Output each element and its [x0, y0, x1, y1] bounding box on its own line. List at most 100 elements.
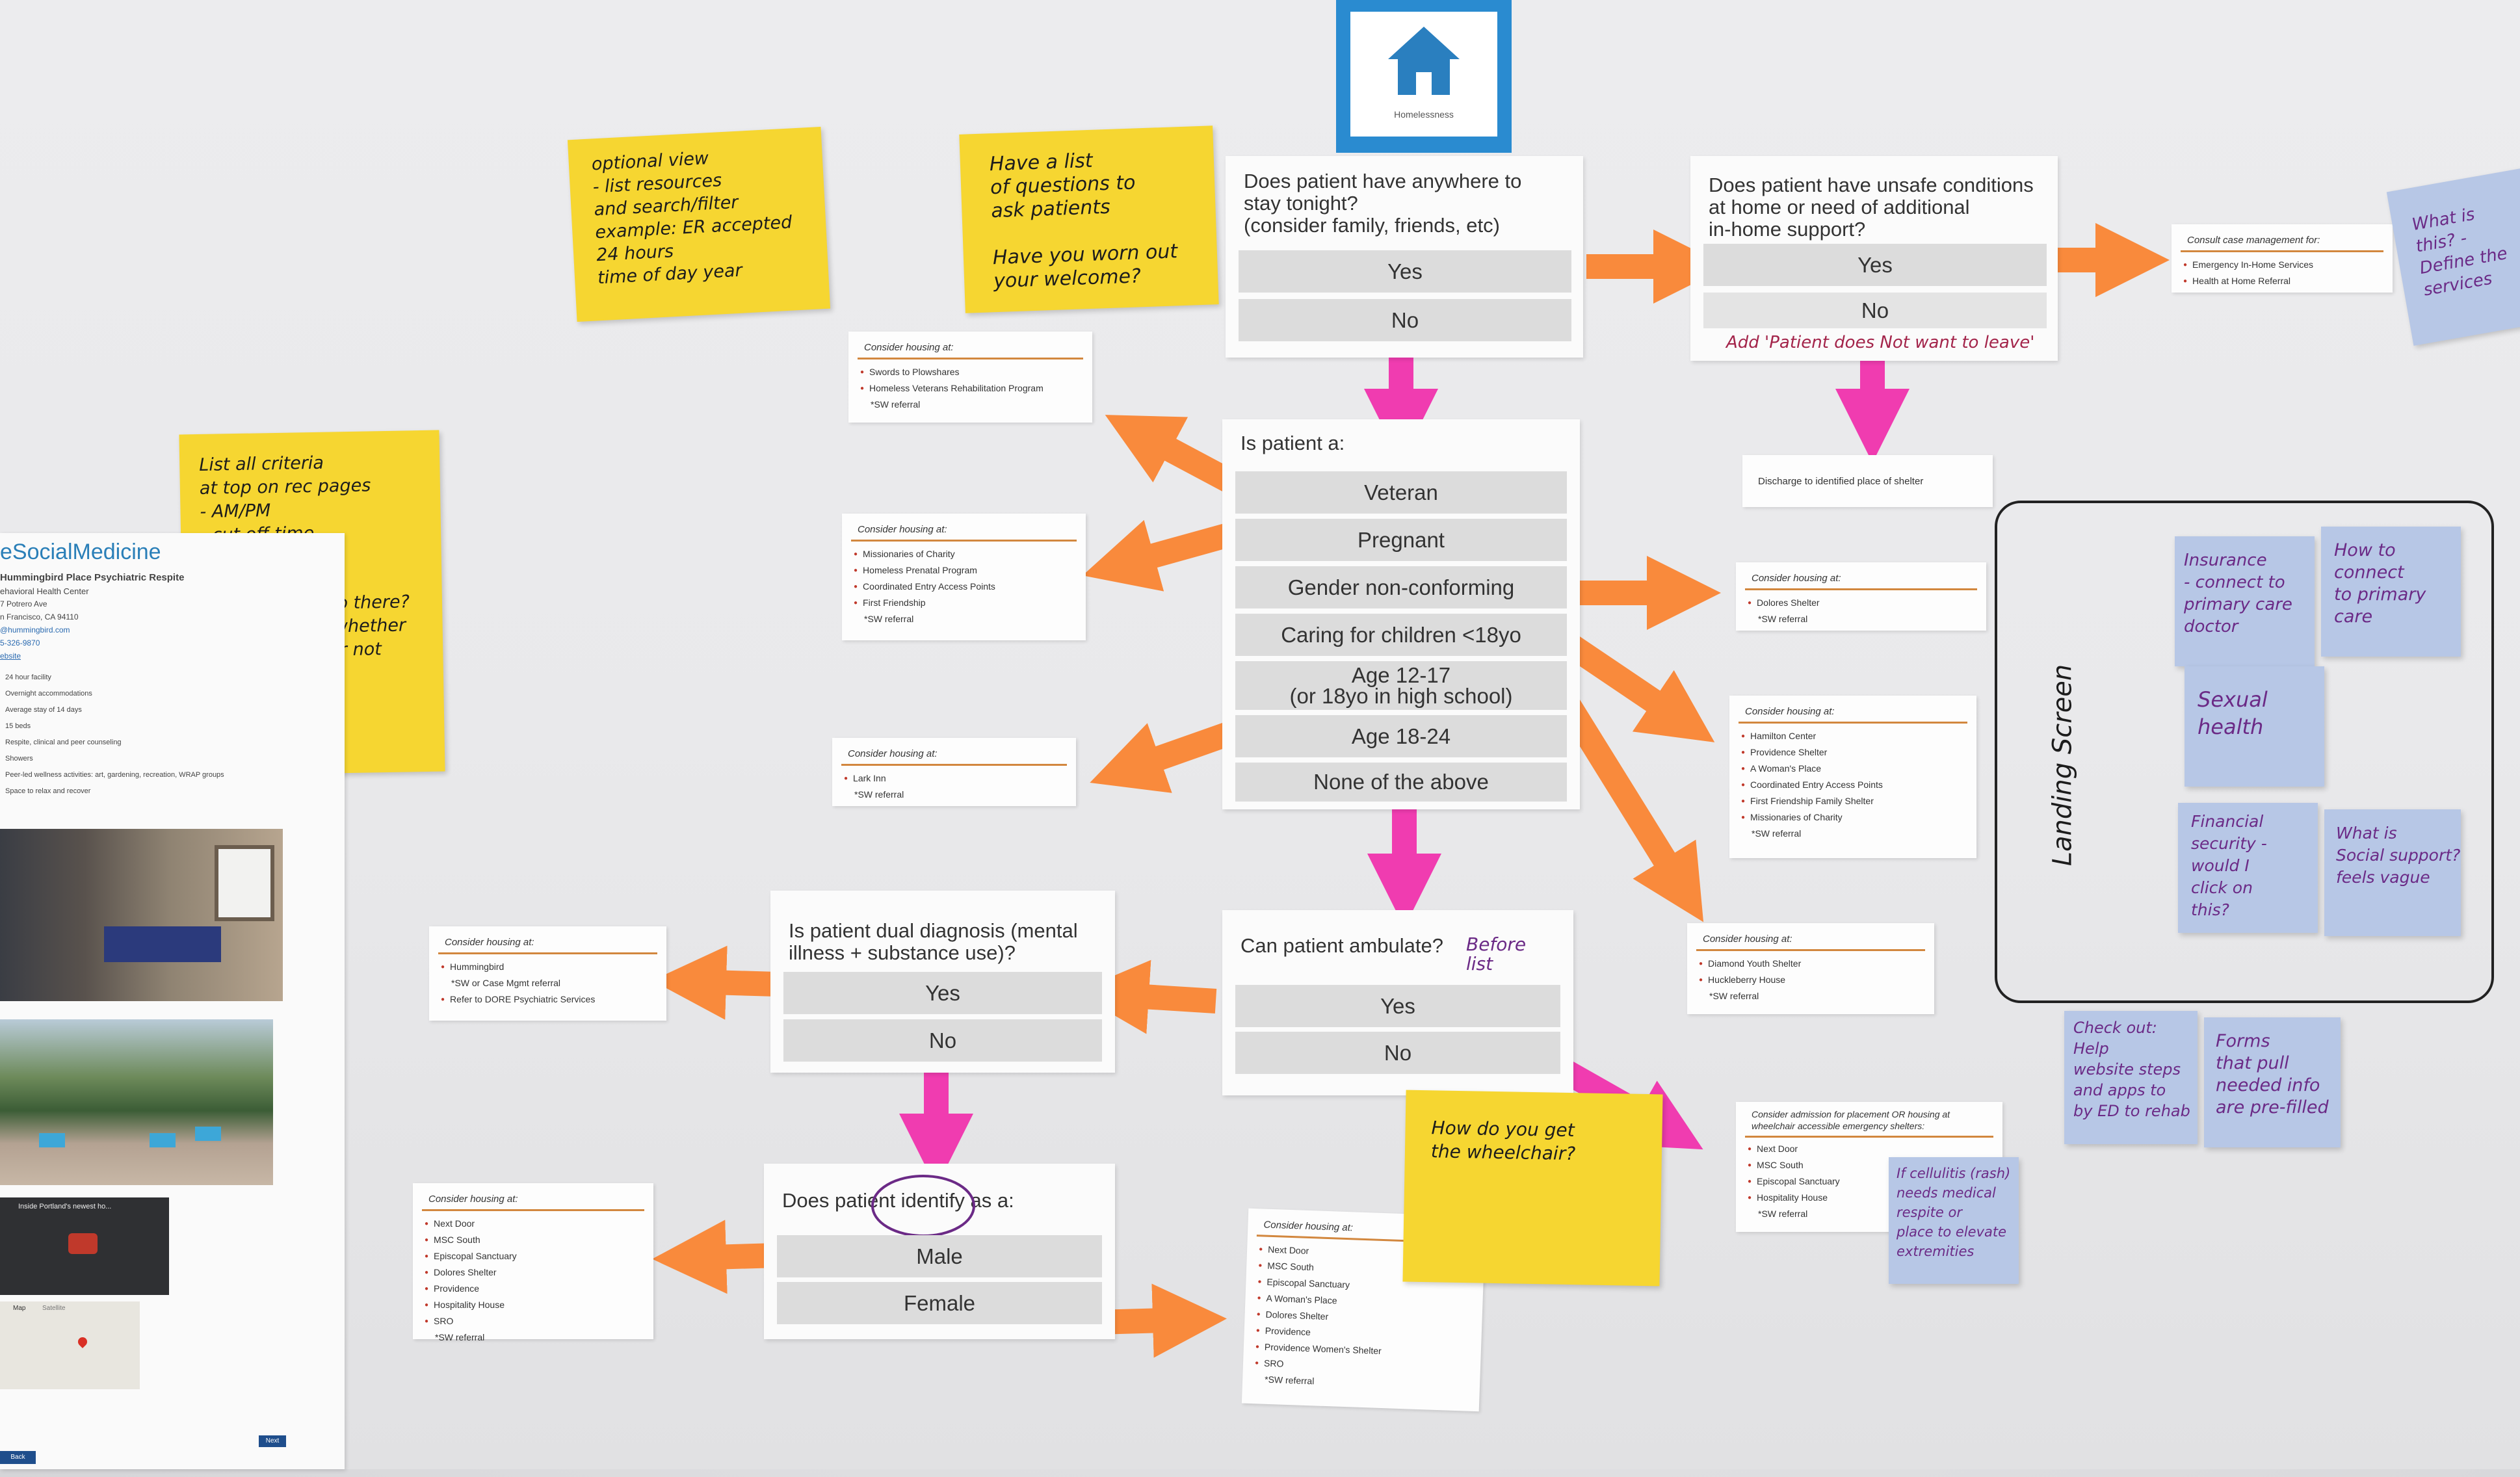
question-card-stay-tonight: Does patient have anywhere to stay tonig…: [1226, 156, 1583, 358]
option-none-of-the-above[interactable]: None of the above: [1235, 763, 1567, 802]
printout-hummingbird-page: eSocialMedicine Hummingbird Place Psychi…: [0, 533, 345, 1469]
option-gender-non-conforming[interactable]: Gender non-conforming: [1235, 566, 1567, 608]
option-pregnant[interactable]: Pregnant: [1235, 519, 1567, 561]
resource-item: Hummingbird: [441, 959, 595, 975]
resource-item: Dolores Shelter: [425, 1264, 517, 1281]
resource-item: Dolores Shelter: [1748, 595, 1820, 611]
option-female[interactable]: Female: [777, 1282, 1102, 1324]
resource-item: Health at Home Referral: [2183, 273, 2313, 289]
option-veteran[interactable]: Veteran: [1235, 471, 1567, 514]
resource-card-dual-diagnosis: Consider housing at: Hummingbird *SW or …: [429, 926, 666, 1021]
resource-card-caring-for-children: Consider housing at: Hamilton Center Pro…: [1729, 696, 1976, 858]
question-gender-identity: Does patient identify as a:: [782, 1189, 1014, 1212]
sticky-how-to-connect: How to connect to primary care: [2321, 527, 2461, 657]
sticky-cellulitis: If cellulitis (rash) needs medical respi…: [1889, 1157, 2019, 1284]
handwritten-before-list: Before list: [1466, 934, 1527, 974]
resource-item: MSC South: [425, 1232, 517, 1248]
sticky-financial-security: Financial security - would I click on th…: [2178, 803, 2318, 933]
landing-screen-box: Landing Screen: [1995, 501, 2494, 1003]
resource-item: First Friendship: [854, 595, 995, 611]
question-unsafe-conditions: Does patient have unsafe conditions at h…: [1709, 174, 2034, 241]
referral-note: *SW referral: [1758, 614, 1808, 624]
resource-card-pregnant: Consider housing at: Missionaries of Cha…: [842, 514, 1086, 640]
resource-item: Missionaries of Charity: [1741, 809, 1883, 826]
sticky-insurance: Insurance - connect to primary care doct…: [2175, 536, 2315, 666]
sticky-list-of-questions: Have a list of questions to ask patients…: [959, 125, 1219, 313]
resource-item: First Friendship Family Shelter: [1741, 793, 1883, 809]
printout-title: Hummingbird Place Psychiatric Respite: [0, 572, 185, 583]
question-stay-tonight: Does patient have anywhere to stay tonig…: [1244, 170, 1522, 237]
resource-item: Hospitality House: [425, 1297, 517, 1313]
resource-card-age-18-24: Consider housing at: Lark Inn *SW referr…: [832, 738, 1076, 806]
handwritten-circle: [871, 1175, 975, 1237]
printout-phone[interactable]: 5-326-9870: [0, 638, 40, 647]
question-card-ambulate: Can patient ambulate? Before list Yes No: [1222, 910, 1573, 1095]
resource-item: Hospitality House: [1748, 1190, 1840, 1206]
option-age-18-24[interactable]: Age 18-24: [1235, 715, 1567, 757]
house-icon: [1388, 27, 1460, 95]
printout-email[interactable]: @hummingbird.com: [0, 625, 70, 634]
printout-address: 7 Potrero Ave: [0, 599, 47, 608]
resource-item: Hamilton Center: [1741, 728, 1883, 744]
option-yes[interactable]: Yes: [1239, 250, 1571, 293]
referral-note: *SW or Case Mgmt referral: [451, 978, 561, 988]
resource-item: Episcopal Sanctuary: [1748, 1173, 1840, 1190]
video-thumbnail[interactable]: Inside Portland's newest ho...: [0, 1197, 169, 1295]
option-male[interactable]: Male: [777, 1235, 1102, 1277]
home-icon-label: Homelessness: [1394, 109, 1454, 120]
resource-item: Next Door: [1748, 1141, 1840, 1157]
photo-patio: [0, 1019, 273, 1185]
sticky-optional-view: optional view - list resources and searc…: [567, 126, 831, 322]
question-card-patient-category: Is patient a: Veteran Pregnant Gender no…: [1222, 419, 1580, 809]
question-dual-diagnosis: Is patient dual diagnosis (mental illnes…: [789, 919, 1078, 964]
landing-screen-label: Landing Screen: [2047, 664, 2078, 867]
option-yes[interactable]: Yes: [1703, 244, 2047, 286]
arrow-veteran: [1105, 415, 1241, 495]
resource-item: Emergency In-Home Services: [2183, 257, 2313, 273]
printout-bullets: 24 hour facility Overnight accommodation…: [5, 673, 224, 795]
resource-card-male: Consider housing at: Next Door MSC South…: [413, 1183, 653, 1342]
photo-bedroom: [0, 829, 283, 1001]
option-no[interactable]: No: [1239, 299, 1571, 341]
option-age-12-17[interactable]: Age 12-17 (or 18yo in high school): [1235, 661, 1567, 710]
map-widget[interactable]: Map Satellite: [0, 1301, 140, 1389]
arrow-pregnant: [1083, 519, 1239, 592]
arrow-age-18-24: [1090, 720, 1240, 793]
resource-item: Diamond Youth Shelter: [1699, 956, 1801, 972]
map-tab[interactable]: Satellite: [42, 1305, 66, 1312]
option-yes[interactable]: Yes: [1235, 985, 1560, 1027]
referral-note: *SW referral: [864, 614, 914, 624]
printout-website[interactable]: ebsite: [0, 651, 21, 660]
referral-note: *SW referral: [435, 1332, 485, 1342]
arrow-q4-to-q5: [1075, 960, 1217, 1034]
map-tab[interactable]: Map: [13, 1305, 26, 1312]
resource-card-age-12-17: Consider housing at: Diamond Youth Shelt…: [1687, 923, 1934, 1014]
resource-item: Coordinated Entry Access Points: [854, 579, 995, 595]
referral-note: *SW referral: [1752, 828, 1802, 839]
question-card-unsafe-conditions: Does patient have unsafe conditions at h…: [1690, 156, 2058, 361]
option-yes[interactable]: Yes: [783, 972, 1102, 1014]
resource-item: Providence Shelter: [1741, 744, 1883, 761]
video-caption: Inside Portland's newest ho...: [18, 1203, 112, 1210]
next-button[interactable]: Next: [259, 1435, 286, 1447]
question-card-dual-diagnosis: Is patient dual diagnosis (mental illnes…: [770, 891, 1115, 1073]
printout-subtitle: ehavioral Health Center: [0, 586, 89, 596]
option-no[interactable]: No: [1703, 293, 2047, 328]
option-caring-for-children[interactable]: Caring for children <18yo: [1235, 614, 1567, 656]
referral-note: *SW referral: [854, 789, 904, 800]
resource-item: Refer to DORE Psychiatric Services: [441, 991, 595, 1008]
resource-item: Coordinated Entry Access Points: [1741, 777, 1883, 793]
referral-note: *SW referral: [1758, 1209, 1808, 1219]
resource-item: A Woman's Place: [1741, 761, 1883, 777]
back-button[interactable]: Back: [0, 1451, 36, 1464]
resource-item: Homeless Prenatal Program: [854, 562, 995, 579]
sticky-sexual-health: Sexual health: [2185, 666, 2324, 787]
resource-item: Huckleberry House: [1699, 972, 1801, 988]
resource-item: MSC South: [1748, 1157, 1840, 1173]
option-no[interactable]: No: [783, 1019, 1102, 1062]
question-card-gender-identity: Does patient identify as a: Male Female: [764, 1164, 1115, 1339]
resource-card-consult: Consult case management for: Emergency I…: [2172, 224, 2393, 293]
play-icon[interactable]: [68, 1233, 98, 1254]
resource-card-gender-non-conforming: Consider housing at: Dolores Shelter *SW…: [1736, 562, 1986, 631]
option-no[interactable]: No: [1235, 1032, 1560, 1074]
